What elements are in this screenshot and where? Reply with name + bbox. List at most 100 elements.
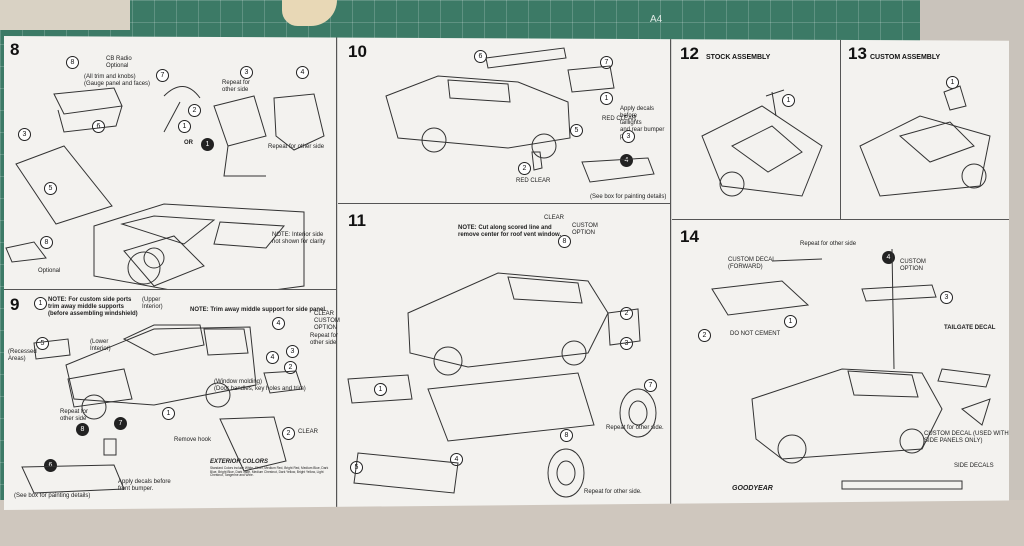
remove-hook-label: Remove hook [174, 437, 212, 443]
part-callout: 2 [518, 162, 531, 175]
optional-label: Optional [38, 268, 61, 274]
step-11-panel: 11 NOTE: Cut along scored line and remov… [338, 203, 671, 510]
trim-knobs-label: (All trim and knobs) (Gauge panel and fa… [84, 74, 151, 87]
see-box-label: (See box for painting details) [14, 493, 91, 499]
custom-decal-forward-label: CUSTOM DECAL (FORWARD) [728, 257, 776, 270]
step-number: 13 [848, 44, 867, 63]
custom-option-label: CUSTOM OPTION [572, 223, 598, 236]
step-9-drawing [21, 324, 303, 494]
part-callout: 1 [600, 92, 613, 105]
red-clear-label: RED CLEAR [602, 116, 637, 122]
step-number: 12 [680, 44, 699, 63]
repeat-label: Repeat for other side. [584, 489, 642, 495]
mat-label: A4 [650, 14, 663, 25]
stock-assembly-title: STOCK ASSEMBLY [706, 54, 771, 61]
step-number: 8 [10, 40, 20, 59]
repeat-other-label: Repeat for other side [310, 333, 339, 346]
brand-logo: GOODYEAR [732, 485, 773, 492]
repeat-side-label: Repeat for other side [60, 409, 89, 422]
part-callout: 5 [36, 337, 49, 350]
step-11-drawing [347, 272, 657, 498]
fold-line [670, 36, 672, 510]
step-13-drawing [859, 85, 991, 197]
part-callout: 3 [622, 130, 635, 143]
interior-note: NOTE: Interior side not shown for clarit… [272, 232, 326, 245]
trim-note: NOTE: Trim away middle support for side … [190, 307, 327, 313]
part-callout: 4 [296, 66, 309, 79]
part-callout: 8 [558, 235, 571, 248]
part-callout: 7 [644, 379, 657, 392]
repeat-other-label: Repeat for other side [268, 144, 325, 150]
part-callout: 1 [784, 315, 797, 328]
part-callout: 5 [570, 124, 583, 137]
step-number: 14 [680, 227, 699, 246]
step-9-panel: 9 NOTE: For custom side ports trim away … [4, 289, 340, 510]
part-callout: 8 [560, 429, 573, 442]
tailgate-decal-label: TAILGATE DECAL [944, 325, 996, 331]
custom-ports-note: NOTE: For custom side ports trim away mi… [48, 297, 138, 317]
part-callout: 2 [282, 427, 295, 440]
part-callout: 1 [946, 76, 959, 89]
step-13-panel: 13 CUSTOM ASSEMBLY 1 [840, 36, 1009, 220]
part-callout: 8 [66, 56, 79, 69]
step-number: 11 [348, 211, 366, 230]
part-callout: 3 [18, 128, 31, 141]
custom-assembly-title: CUSTOM ASSEMBLY [870, 54, 941, 61]
box-corner [0, 0, 130, 30]
part-callout: 4 [266, 351, 279, 364]
fold-line [336, 36, 338, 510]
part-callout: 1 [374, 383, 387, 396]
or-label: OR [184, 140, 193, 146]
part-callout: 6 [474, 50, 487, 63]
part-callout: 8 [40, 236, 53, 249]
part-callout: 6 [44, 459, 57, 472]
custom-option-label: CUSTOM OPTION [900, 259, 926, 272]
step-10-drawing [385, 47, 655, 183]
custom-decal-side-label: CUSTOM DECAL (USED WITH SIDE PANELS ONLY… [924, 431, 1009, 444]
step-12-drawing [701, 89, 823, 197]
recessed-label: (Recessed Areas) [8, 349, 37, 362]
part-callout: 7 [114, 417, 127, 430]
part-callout: 1 [201, 138, 214, 151]
step-8-panel: 8 CB Radio Optional (All trim and knobs)… [4, 36, 337, 290]
part-callout: 2 [698, 329, 711, 342]
instruction-sheet: 8 CB Radio Optional (All trim and knobs)… [4, 36, 1009, 510]
cb-radio-label: CB Radio Optional [106, 56, 132, 69]
do-not-cement-label: DO NOT CEMENT [730, 331, 781, 337]
lower-interior-label: (Lower Interior) [90, 339, 111, 352]
upper-interior-label: (Upper Interior) [142, 297, 163, 310]
step-14-panel: 14 Repeat for other side CUSTOM DECAL (F… [672, 219, 1009, 510]
part-callout: 1 [34, 297, 47, 310]
part-callout: 3 [940, 291, 953, 304]
part-callout: 8 [76, 423, 89, 436]
repeat-label: Repeat for other side [222, 80, 251, 93]
exterior-colors-text: Standard Colors include White, Silver, M… [210, 466, 329, 478]
part-callout: 6 [92, 120, 105, 133]
part-callout: 1 [162, 407, 175, 420]
clear-label: CLEAR [544, 215, 565, 221]
step-14-drawing [711, 248, 991, 490]
step-10-panel: 10 RED CLEAR Apply decals before taillig… [338, 36, 671, 204]
part-callout: 2 [188, 104, 201, 117]
part-callout: 5 [44, 182, 57, 195]
part-callout: 3 [240, 66, 253, 79]
step-8-drawing [5, 86, 325, 289]
clear-label: CLEAR [298, 429, 319, 435]
part-callout: 7 [156, 69, 169, 82]
step-12-panel: 12 STOCK ASSEMBLY 1 [672, 36, 841, 220]
repeat-label: Repeat for other side [800, 241, 857, 247]
step-number: 10 [348, 42, 367, 61]
see-box-label: (See box for painting details) [590, 194, 667, 200]
side-decals-label: SIDE DECALS [954, 463, 994, 469]
part-callout: 4 [272, 317, 285, 330]
part-callout: 1 [782, 94, 795, 107]
step-number: 9 [10, 295, 20, 314]
part-callout: 1 [178, 120, 191, 133]
red-clear-label: RED CLEAR [516, 178, 551, 184]
repeat-label: Repeat for other side. [606, 425, 664, 431]
cut-note: NOTE: Cut along scored line and remove c… [458, 225, 562, 238]
exterior-colors-title: EXTERIOR COLORS [210, 459, 269, 465]
part-callout: 4 [620, 154, 633, 167]
clear-custom-label: CLEAR CUSTOM OPTION [314, 311, 340, 331]
part-callout: 3 [286, 345, 299, 358]
